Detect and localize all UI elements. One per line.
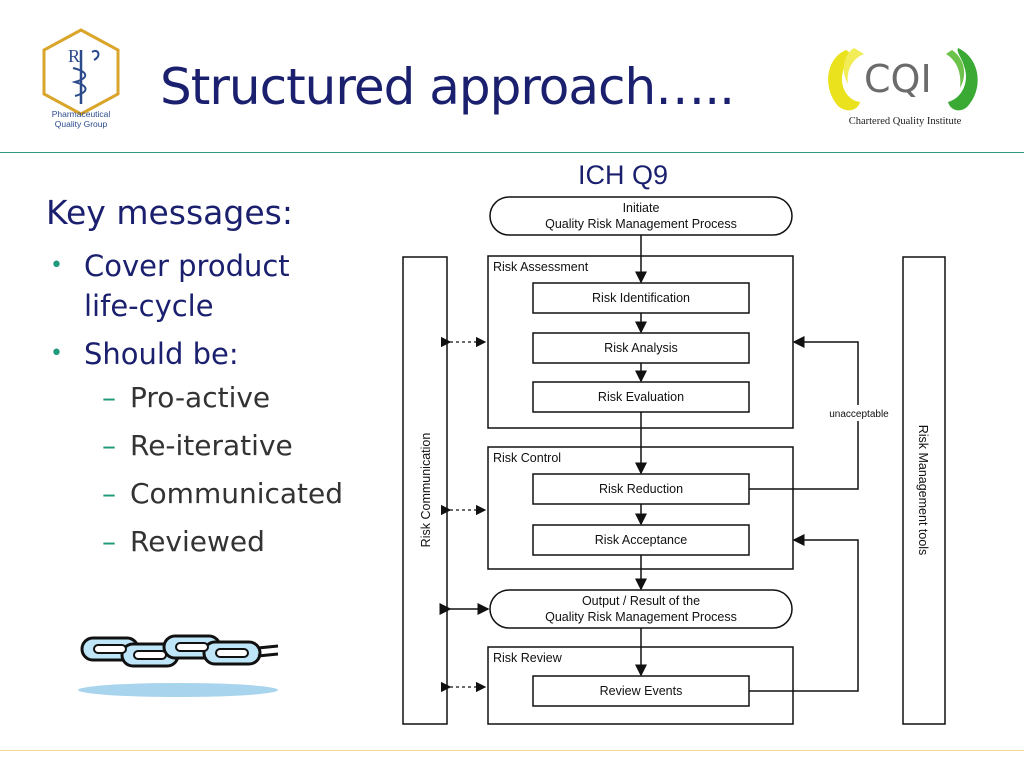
ich-q9-flow-diagram: Initiate Quality Risk Management Process… (395, 190, 955, 735)
footer-divider (0, 750, 1024, 751)
dash-icon: – (102, 381, 116, 414)
pharmaceutical-quality-group-logo: R (40, 28, 122, 138)
cqi-wordmark: CQI (864, 57, 932, 101)
risk-reduction-text: Risk Reduction (599, 482, 683, 496)
initiate-line2: Quality Risk Management Process (545, 217, 737, 231)
sub-bullet-reiterative: Re-iterative (130, 429, 293, 462)
risk-identification-node (532, 282, 750, 314)
bullet-should-be: • Should be: (46, 334, 344, 374)
chain-link-icon (76, 620, 282, 700)
unacceptable-label: unacceptable (829, 409, 889, 420)
bullet-dot-icon: • (50, 341, 63, 366)
initiate-line1: Initiate (623, 201, 660, 215)
pqg-logo-text: Pharmaceutical Quality Group (36, 109, 126, 129)
bullet-lifecycle-text: Cover product life-cycle (84, 249, 290, 323)
risk-control-label: Risk Control (493, 451, 561, 465)
key-messages-list: • Cover product life-cycle • Should be: … (46, 246, 344, 566)
cqi-subtitle: Chartered Quality Institute (848, 116, 962, 127)
output-line1: Output / Result of the (582, 594, 700, 608)
diagram-heading: ICH Q9 (578, 160, 669, 190)
risk-evaluation-node (532, 381, 750, 413)
risk-analysis-text: Risk Analysis (604, 341, 678, 355)
dash-icon: – (102, 525, 116, 558)
review-events-text: Review Events (600, 684, 683, 698)
sub-bullet-item: –Reviewed (46, 518, 344, 566)
sub-bullet-item: –Re-iterative (46, 422, 344, 470)
loop-review-to-acceptance (749, 534, 859, 692)
risk-assessment-label: Risk Assessment (493, 260, 589, 274)
risk-evaluation-text: Risk Evaluation (598, 390, 684, 404)
cqi-logo: CQI (824, 44, 984, 116)
pqg-monogram: R (68, 46, 80, 66)
sub-bullet-item: –Communicated (46, 470, 344, 518)
sub-bullet-item: –Pro-active (46, 374, 344, 422)
output-line2: Quality Risk Management Process (545, 610, 737, 624)
risk-acceptance-node (532, 524, 750, 556)
sub-bullet-proactive: Pro-active (130, 381, 271, 414)
sub-bullet-list: –Pro-active –Re-iterative –Communicated … (46, 374, 344, 566)
risk-management-tools-label: Risk Management tools (916, 425, 930, 556)
bullet-should-be-text: Should be: (84, 337, 239, 371)
pqg-line2: Quality Group (54, 119, 108, 129)
header-divider (0, 152, 1024, 153)
sub-bullets-container: –Pro-active –Re-iterative –Communicated … (46, 374, 344, 566)
risk-communication-bar (402, 256, 448, 725)
bullet-lifecycle: • Cover product life-cycle (46, 246, 344, 326)
risk-management-tools-bar (902, 256, 946, 725)
dash-icon: – (102, 429, 116, 462)
dash-icon: – (102, 477, 116, 510)
unacceptable-label-bg (817, 405, 901, 421)
slide-title: Structured approach….. (160, 58, 735, 116)
risk-review-label: Risk Review (493, 651, 563, 665)
risk-identification-text: Risk Identification (592, 291, 690, 305)
sub-bullet-reviewed: Reviewed (130, 525, 265, 558)
risk-acceptance-text: Risk Acceptance (595, 533, 687, 547)
bullet-dot-icon: • (50, 253, 63, 278)
key-messages-heading: Key messages: (46, 193, 293, 232)
risk-communication-label: Risk Communication (419, 433, 433, 548)
sub-bullet-communicated: Communicated (130, 477, 344, 510)
risk-analysis-node (532, 332, 750, 364)
pqg-line1: Pharmaceutical (51, 109, 111, 119)
